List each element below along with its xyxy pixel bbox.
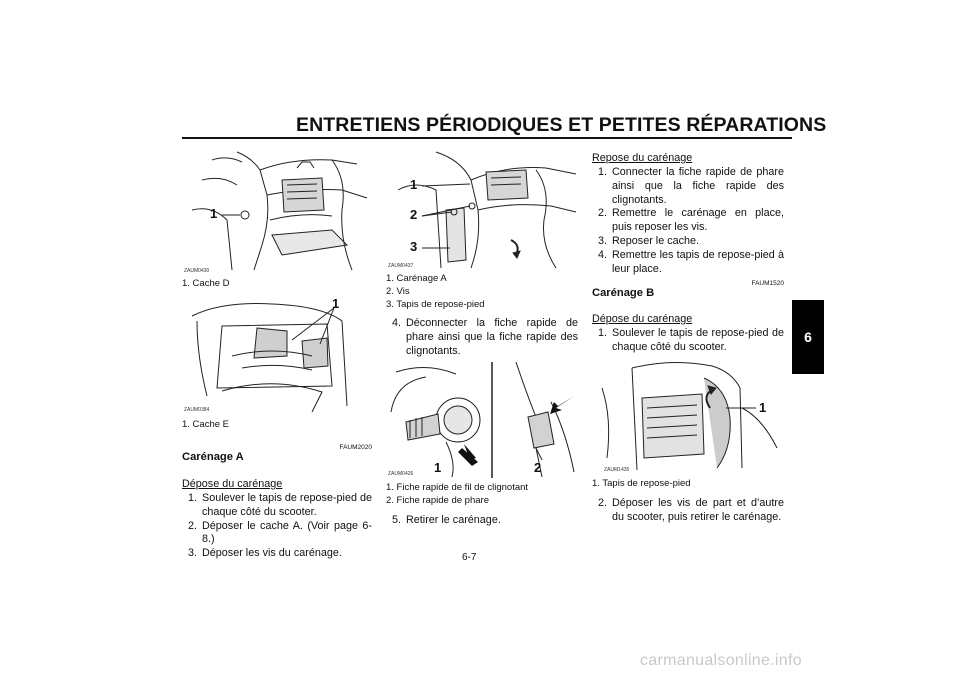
step-text: Soulever le tapis de repose-pied de chaq… (612, 327, 784, 353)
step-text: Connecter la fiche rapide de phare ainsi… (612, 166, 784, 206)
step-text: Remettre les tapis de repose-pied à leur… (612, 248, 784, 275)
callout-1: 1 (210, 206, 218, 221)
steps-list: 5. Retirer le carénage. (386, 514, 578, 528)
callout-1: 1 (332, 296, 340, 311)
step-text: Déposer le cache A. (Voir page 6-8.) (202, 519, 372, 546)
steps-list: 4. Déconnecter la fiche rapide de phare a… (386, 317, 578, 358)
caption-item: 1. Carénage A (386, 273, 447, 284)
step-text: Déposer les vis du carénage. (202, 547, 342, 560)
subheading: Dépose du carénage (592, 313, 693, 325)
step-number: 1. (188, 492, 198, 504)
figure-code: ZAUM0430 (184, 268, 210, 274)
step-number: 4. (598, 248, 608, 261)
figure-code: ZAUM0384 (184, 407, 210, 413)
caption-item: 2. Fiche rapide de phare (386, 495, 489, 506)
section-title: Carénage B (592, 287, 655, 299)
callout-1: 1 (759, 400, 767, 415)
step-number: 4. (392, 317, 402, 329)
step-number: 1. (598, 166, 608, 178)
figure-code: ZAUM0426 (388, 471, 414, 477)
connectors-illustration (390, 361, 575, 478)
callout-3: 3 (410, 239, 418, 254)
steps-list: 1. Soulever le tapis de repose-pied de ch… (592, 327, 784, 355)
step-number: 5. (392, 514, 402, 526)
header-rule (182, 137, 792, 139)
step-item: 1. Connecter la fiche rapide de phare ain… (592, 166, 784, 207)
step-item: 2. Remettre le carénage en place, puis re… (592, 207, 784, 235)
step-text: Déposer les vis de part et d’autre du sc… (612, 497, 784, 523)
step-text: Retirer le carénage. (406, 514, 501, 526)
step-number: 2. (598, 207, 608, 220)
figure-connectors: 1 2 ZAUM0426 (386, 361, 578, 478)
step-text: Reposer le cache. (612, 234, 700, 247)
step-text: Déconnecter la fiche rapide de phare ain… (406, 317, 578, 357)
step-item: 5. Retirer le carénage. (386, 514, 578, 528)
step-item: 1. Soulever le tapis de repose-pied de ch… (592, 327, 784, 355)
step-number: 3. (188, 547, 198, 560)
figure-code: ZAUM1435 (604, 467, 630, 473)
section-code: FAUM1520 (751, 280, 784, 287)
caption-item: 2. Vis (386, 286, 410, 297)
footboard-mat-illustration (601, 361, 778, 471)
steps-list: 2. Déposer les vis de part et d’autre du … (592, 497, 784, 525)
step-number: 2. (188, 519, 198, 532)
section-title: Carénage A (182, 451, 244, 463)
subheading: Dépose du carénage (182, 478, 283, 490)
step-text: Remettre le carénage en place, puis repo… (612, 207, 784, 234)
page-title: ENTRETIENS PÉRIODIQUES ET PETITES RÉPARA… (296, 114, 827, 136)
caption-item: 1. Fiche rapide de fil de clignotant (386, 482, 529, 493)
step-number: 3. (598, 234, 608, 247)
scooter-front-illustration (191, 151, 368, 271)
page-number: 6-7 (462, 552, 477, 563)
step-item: 4. Remettre les tapis de repose-pied à le… (592, 249, 784, 277)
figure-tapis: 1 ZAUM1435 (592, 358, 784, 474)
steps-list: 1. Soulever le tapis de repose-pied de ch… (182, 492, 372, 561)
step-item: 2. Déposer les vis de part et d’autre du … (592, 497, 784, 525)
scooter-carenage-illustration (397, 151, 577, 269)
caption-item: 3. Tapis de repose-pied (386, 299, 485, 310)
callout-1: 1 (434, 460, 442, 475)
step-text: Soulever le tapis de repose-pied de chaq… (202, 492, 372, 518)
step-number: 2. (598, 497, 608, 509)
figure-captions: 1. Fiche rapide de fil de clignotant 2. … (386, 481, 528, 507)
scooter-rear-illustration (191, 303, 348, 413)
watermark-link[interactable]: carmanualsonline.info (640, 652, 802, 669)
section-code: FAUM2020 (339, 444, 372, 451)
callout-1: 1 (410, 177, 418, 192)
subheading: Repose du carénage (592, 152, 693, 164)
step-number: 1. (598, 327, 608, 339)
figure-code: ZAUM0437 (388, 263, 414, 269)
figure-captions: 1. Carénage A 2. Vis 3. Tapis de repose-… (386, 272, 485, 311)
callout-2: 2 (410, 207, 418, 222)
figure-cache-e: 1 ZAUM0384 (182, 296, 372, 414)
step-item: 4. Déconnecter la fiche rapide de phare a… (386, 317, 578, 358)
callout-2: 2 (534, 460, 542, 475)
step-item: 2. Déposer le cache A. (Voir page 6-8.) (182, 520, 372, 548)
steps-list: 1. Connecter la fiche rapide de phare ain… (592, 166, 784, 276)
step-item: 3. Reposer le cache. (592, 235, 784, 249)
figure-caption: 1. Tapis de repose-pied (592, 478, 691, 489)
figure-carenage-a: 1 2 3 ZAUM0437 (386, 150, 578, 270)
figure-cache-d: 1 ZAUM0430 (182, 150, 372, 275)
figure-caption: 1. Cache E (182, 419, 229, 430)
figure-caption: 1. Cache D (182, 278, 230, 289)
step-item: 3. Déposer les vis du carénage. (182, 547, 372, 561)
chapter-tab[interactable]: 6 (792, 300, 824, 374)
step-item: 1. Soulever le tapis de repose-pied de ch… (182, 492, 372, 520)
